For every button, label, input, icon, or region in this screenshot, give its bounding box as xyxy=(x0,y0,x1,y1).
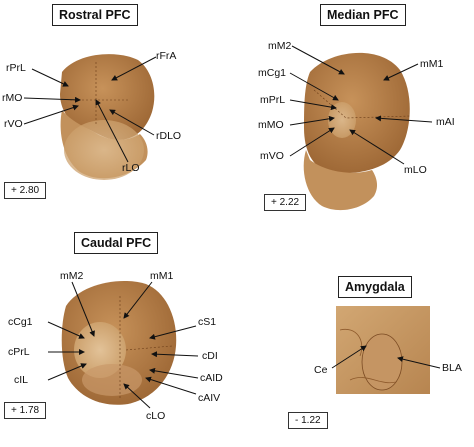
label-mVO: mVO xyxy=(260,150,284,162)
caudal-pfc-title: Caudal PFC xyxy=(74,232,159,254)
rostral-section xyxy=(60,54,155,180)
amygdala-title: Amygdala xyxy=(338,276,412,298)
rostral-coordinate: + 2.80 xyxy=(4,182,47,199)
median-section xyxy=(303,52,411,211)
amygdala-section xyxy=(336,306,430,394)
label-cIL: cIL xyxy=(14,374,29,386)
label-rDLO: rDLO xyxy=(156,130,182,142)
label-caudal-mM1: mM1 xyxy=(150,270,174,282)
pointer-lines xyxy=(23,45,441,409)
label-cS1: cS1 xyxy=(198,316,217,328)
label-caudal-mM2: mM2 xyxy=(60,270,84,282)
label-mMO: mMO xyxy=(258,119,284,131)
label-rVO: rVO xyxy=(4,118,23,130)
caudal-section xyxy=(61,280,177,405)
label-BLA: BLA xyxy=(442,362,462,374)
label-mPrL: mPrL xyxy=(260,94,286,106)
label-rFrA: rFrA xyxy=(156,50,177,62)
label-rLO: rLO xyxy=(122,162,140,174)
label-rPrL: rPrL xyxy=(6,62,26,74)
label-mLO: mLO xyxy=(404,164,427,176)
amygdala-coordinate: - 1.22 xyxy=(288,412,328,429)
median-pfc-title: Median PFC xyxy=(320,4,406,26)
caudal-coordinate: + 1.78 xyxy=(4,402,47,419)
label-cAIV: cAIV xyxy=(198,392,221,404)
label-mM2: mM2 xyxy=(268,40,292,52)
label-cAID: cAID xyxy=(200,372,223,384)
label-Ce: Ce xyxy=(314,364,328,376)
label-mAI: mAI xyxy=(436,116,455,128)
label-rMO: rMO xyxy=(2,92,23,104)
rostral-pfc-title: Rostral PFC xyxy=(52,4,138,26)
label-cPrL: cPrL xyxy=(8,346,30,358)
label-cDI: cDI xyxy=(202,350,218,362)
label-cCg1: cCg1 xyxy=(8,316,33,328)
label-cLO: cLO xyxy=(146,410,166,422)
median-coordinate: + 2.22 xyxy=(264,194,307,211)
label-mM1: mM1 xyxy=(420,58,444,70)
label-mCg1: mCg1 xyxy=(258,67,287,79)
